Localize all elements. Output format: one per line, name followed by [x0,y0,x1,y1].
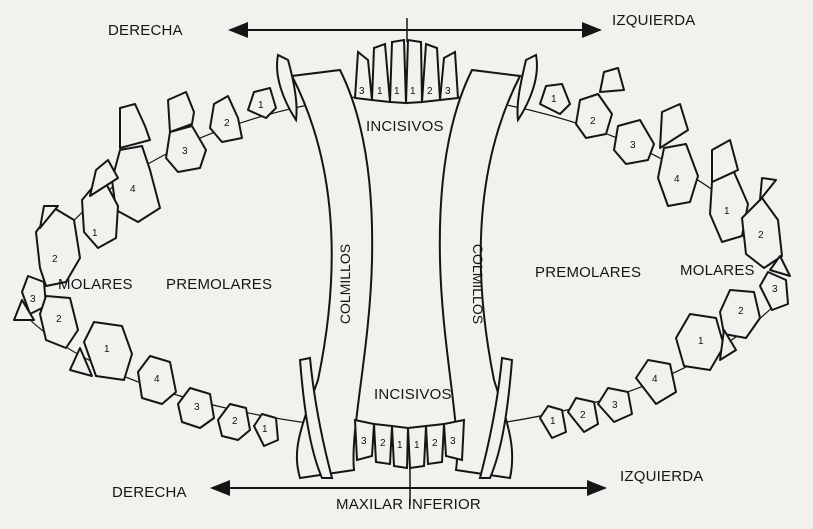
svg-text:4: 4 [130,184,136,195]
svg-text:3: 3 [194,402,200,413]
svg-text:1: 1 [550,416,556,427]
right-canine-band [438,68,522,480]
right-canines-label: COLMILLOS [470,243,487,325]
lower-left-numbers: 3 2 1 4 3 2 1 [30,294,268,435]
svg-text:1: 1 [551,94,557,105]
svg-text:2: 2 [738,306,744,317]
top-right-direction-label: IZQUIERDA [612,12,696,29]
lower-right-teeth [539,255,791,439]
svg-text:1: 1 [394,86,400,97]
left-molars-label: MOLARES [58,276,133,293]
lower-left-teeth [13,275,279,447]
left-canine-band [290,68,374,480]
lower-jaw-label: MAXILAR INFERIOR [336,496,481,513]
svg-text:2: 2 [590,116,596,127]
right-premolars-label: PREMOLARES [535,264,642,281]
upper-incisors [353,38,460,105]
upper-left-teeth [35,87,277,287]
svg-text:3: 3 [359,86,365,97]
svg-text:2: 2 [427,86,433,97]
svg-text:2: 2 [224,118,230,129]
svg-text:2: 2 [232,416,238,427]
svg-text:1: 1 [377,86,383,97]
svg-text:2: 2 [758,230,764,241]
left-premolars-label: PREMOLARES [166,276,273,293]
svg-text:2: 2 [432,438,438,449]
left-canines-label: COLMILLOS [337,243,354,325]
svg-text:3: 3 [361,436,367,447]
bottom-left-direction-label: DERECHA [112,484,187,501]
svg-text:3: 3 [30,294,36,305]
lower-incisors-label: INCISIVOS [374,386,452,403]
svg-text:3: 3 [445,86,451,97]
svg-text:2: 2 [52,254,58,265]
svg-text:3: 3 [630,140,636,151]
svg-text:1: 1 [414,440,420,451]
svg-text:4: 4 [154,374,160,385]
upper-right-teeth [539,67,783,269]
svg-text:2: 2 [380,438,386,449]
svg-text:1: 1 [104,344,110,355]
svg-text:1: 1 [698,336,704,347]
svg-text:2: 2 [56,314,62,325]
svg-text:1: 1 [397,440,403,451]
svg-text:3: 3 [450,436,456,447]
svg-text:1: 1 [262,424,268,435]
upper-left-numbers: 1 2 3 4 1 2 [52,100,264,265]
svg-text:2: 2 [580,410,586,421]
svg-text:1: 1 [258,100,264,111]
bottom-right-direction-label: IZQUIERDA [620,468,704,485]
lower-incisor-numbers: 3 2 1 1 2 3 [361,436,456,451]
lower-incisors [353,418,466,470]
top-left-direction-label: DERECHA [108,22,183,39]
svg-text:1: 1 [724,206,730,217]
svg-text:3: 3 [772,284,778,295]
upper-incisor-numbers: 3 1 1 1 2 3 [359,86,451,97]
upper-right-numbers: 1 2 3 4 1 2 [551,94,764,241]
svg-text:1: 1 [410,86,416,97]
upper-incisors-label: INCISIVOS [366,118,444,135]
svg-text:3: 3 [182,146,188,157]
lower-right-numbers: 1 2 3 4 1 2 3 [550,284,778,427]
svg-text:4: 4 [674,174,680,185]
right-molars-label: MOLARES [680,262,755,279]
svg-text:3: 3 [612,400,618,411]
svg-text:4: 4 [652,374,658,385]
svg-text:1: 1 [92,228,98,239]
